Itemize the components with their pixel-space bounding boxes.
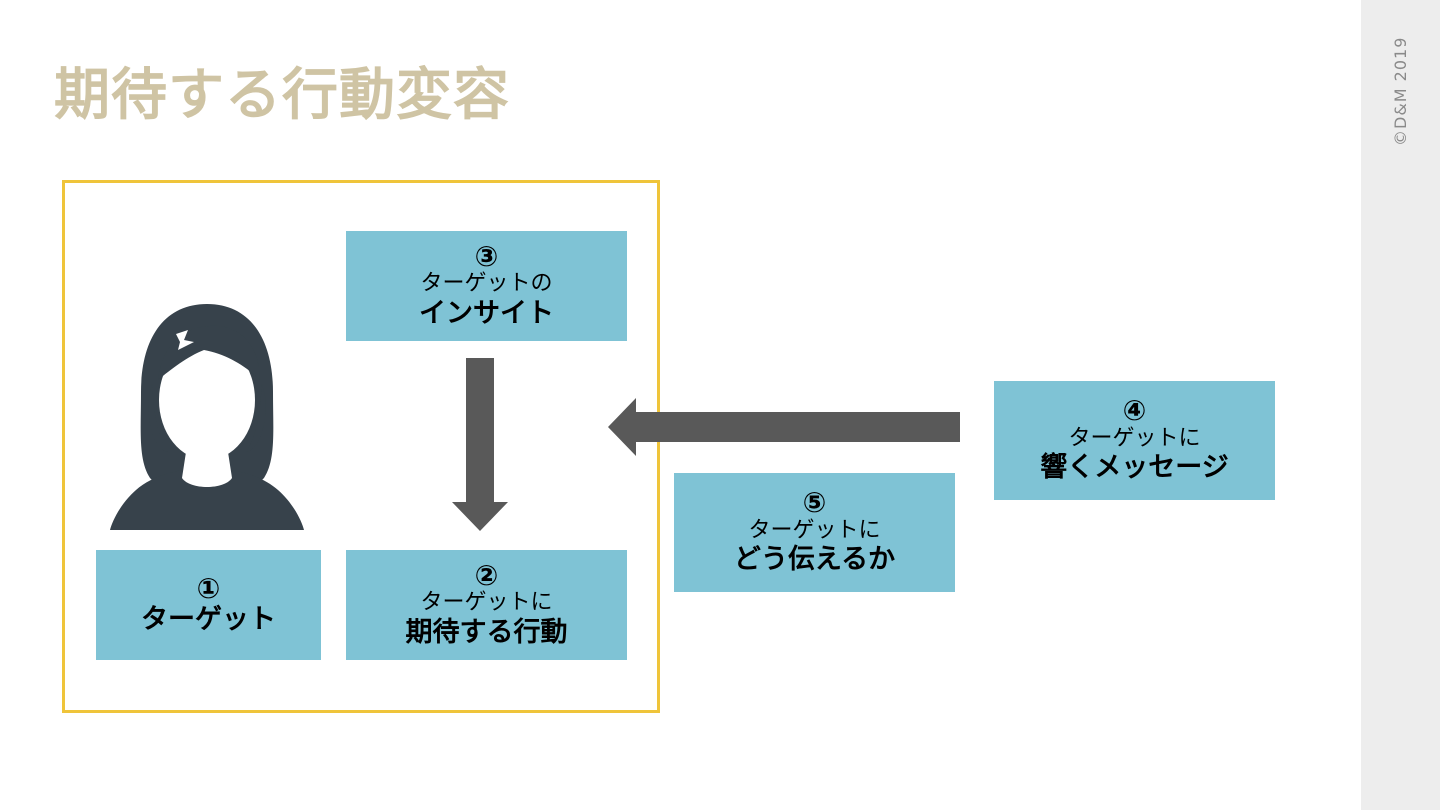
copyright-area: ©D&M 2019 [1361, 30, 1440, 150]
copyright-text: ©D&M 2019 [1391, 36, 1410, 146]
box-message-label: 響くメッセージ [1040, 452, 1229, 484]
box-message-number: ④ [1122, 394, 1147, 428]
box-message: ④ ターゲットに 響くメッセージ [994, 381, 1275, 500]
box-insight: ③ ターゲットの インサイト [346, 231, 627, 341]
box-expected-behavior: ② ターゲットに 期待する行動 [346, 550, 627, 660]
box-behavior-sub: ターゲットに [420, 590, 553, 616]
box-insight-sub: ターゲットの [420, 271, 553, 297]
box-target-label: ターゲット [141, 603, 276, 635]
box-message-sub: ターゲットに [1068, 425, 1201, 451]
box-delivery: ⑤ ターゲットに どう伝えるか [674, 473, 955, 592]
box-insight-label: インサイト [419, 297, 554, 329]
box-delivery-number: ⑤ [802, 486, 827, 520]
box-insight-number: ③ [474, 239, 499, 273]
box-behavior-label: 期待する行動 [405, 616, 568, 648]
arrow-left [608, 398, 960, 456]
box-target-number: ① [196, 572, 221, 606]
page-title: 期待する行動変容 [54, 63, 510, 128]
side-strip [1361, 0, 1440, 810]
person-silhouette-icon [110, 304, 304, 530]
box-target: ① ターゲット [96, 550, 321, 660]
box-behavior-number: ② [474, 558, 499, 592]
box-delivery-label: どう伝えるか [733, 544, 896, 576]
box-delivery-sub: ターゲットに [748, 517, 881, 543]
